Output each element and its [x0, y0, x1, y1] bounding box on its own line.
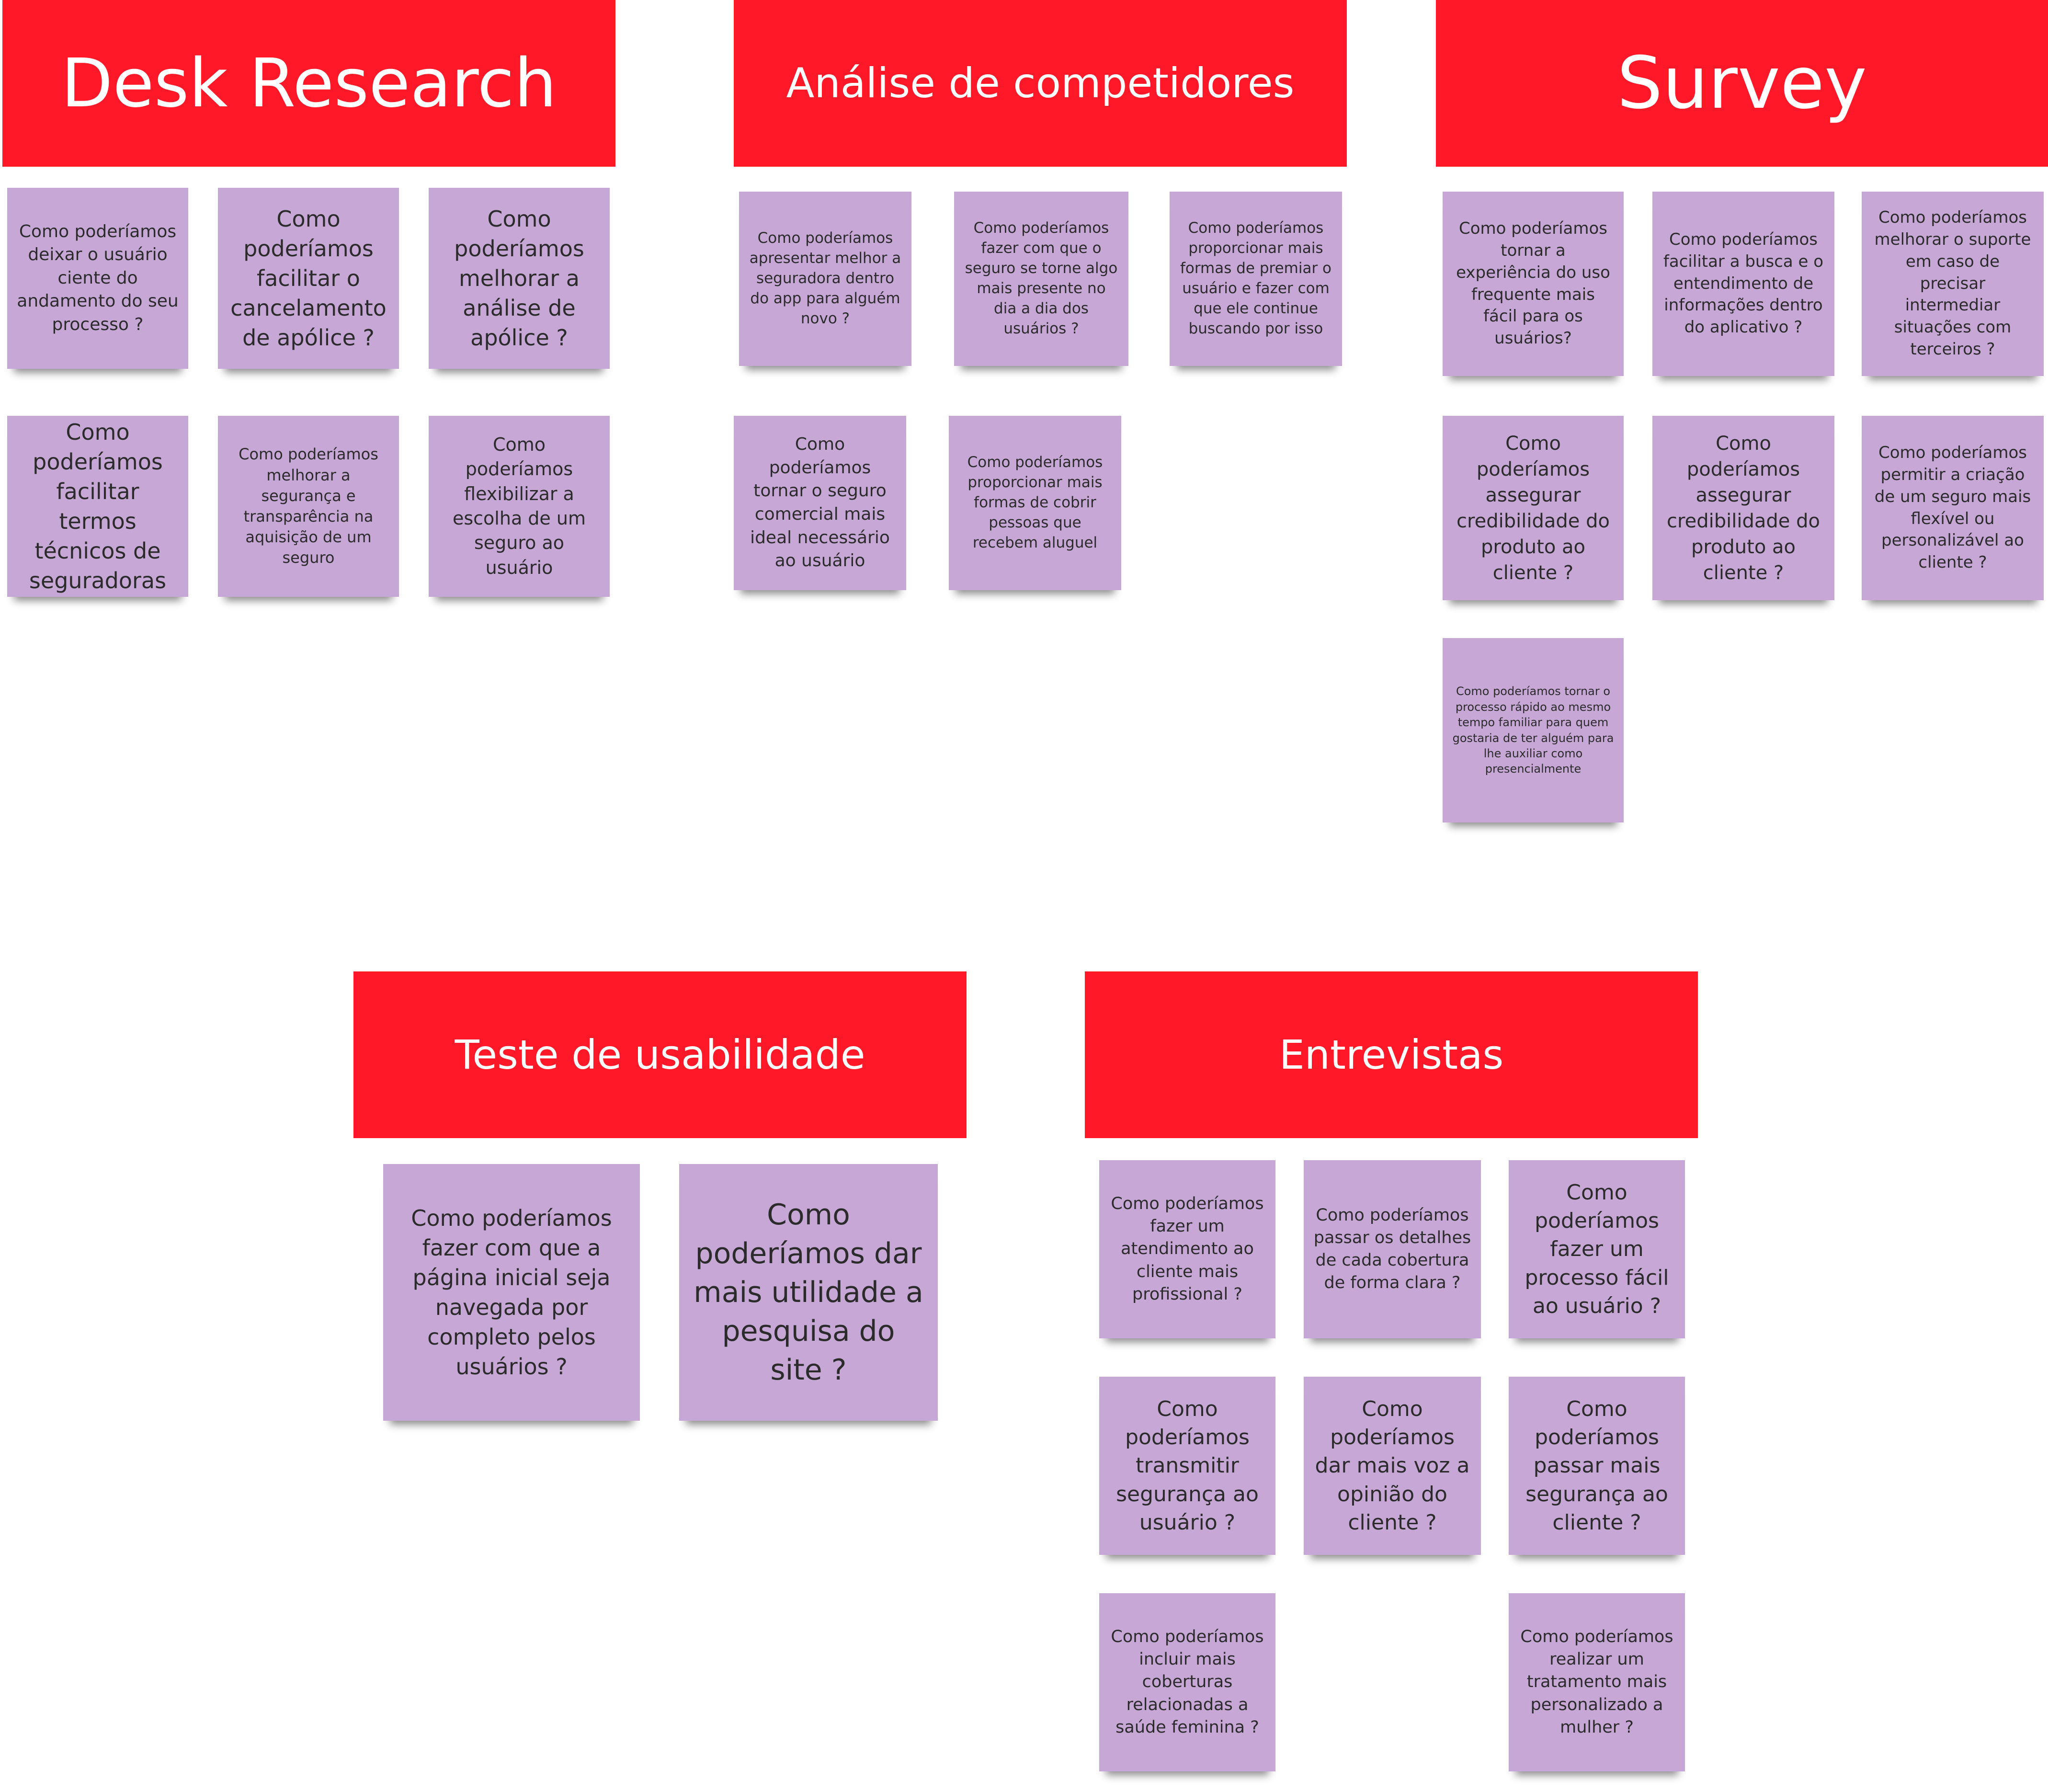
- sticky-note[interactable]: Como poderíamos tornar o seguro comercia…: [734, 416, 906, 590]
- sticky-note[interactable]: Como poderíamos melhorar a análise de ap…: [429, 188, 610, 369]
- sticky-note[interactable]: Como poderíamos fazer com que a página i…: [383, 1164, 640, 1421]
- sticky-note[interactable]: Como poderíamos fazer um atendimento ao …: [1099, 1160, 1275, 1338]
- sticky-note[interactable]: Como poderíamos facilitar a busca e o en…: [1652, 192, 1834, 376]
- header-title: Survey: [1617, 42, 1867, 125]
- sticky-note[interactable]: Como poderíamos passar os detalhes de ca…: [1304, 1160, 1481, 1338]
- sticky-note[interactable]: Como poderíamos melhorar o suporte em ca…: [1862, 192, 2044, 376]
- sticky-note[interactable]: Como poderíamos assegurar credibilidade …: [1652, 416, 1834, 600]
- sticky-note[interactable]: Como poderíamos deixar o usuário ciente …: [7, 188, 188, 369]
- header-desk-research: Desk Research: [2, 0, 615, 167]
- sticky-note[interactable]: Como poderíamos facilitar o cancelamento…: [218, 188, 399, 369]
- sticky-note[interactable]: Como poderíamos melhorar a segurança e t…: [218, 416, 399, 597]
- header-teste-usabilidade: Teste de usabilidade: [353, 971, 967, 1138]
- sticky-note[interactable]: Como poderíamos transmitir segurança ao …: [1099, 1377, 1275, 1555]
- sticky-note[interactable]: Como poderíamos proporcionar mais formas…: [949, 416, 1121, 590]
- sticky-note[interactable]: Como poderíamos facilitar termos técnico…: [7, 416, 188, 597]
- header-survey: Survey: [1436, 0, 2048, 167]
- sticky-note[interactable]: Como poderíamos tornar a experiência do …: [1443, 192, 1624, 376]
- header-analise-competidores: Análise de competidores: [734, 0, 1347, 167]
- sticky-note[interactable]: Como poderíamos proporcionar mais formas…: [1170, 192, 1342, 366]
- sticky-note[interactable]: Como poderíamos permitir a criação de um…: [1862, 416, 2044, 600]
- sticky-note[interactable]: Como poderíamos dar mais voz a opinião d…: [1304, 1377, 1481, 1555]
- sticky-note[interactable]: Como poderíamos fazer um processo fácil …: [1509, 1160, 1685, 1338]
- sticky-note[interactable]: Como poderíamos realizar um tratamento m…: [1509, 1593, 1685, 1771]
- header-title: Entrevistas: [1279, 1031, 1504, 1078]
- sticky-note[interactable]: Como poderíamos incluir mais coberturas …: [1099, 1593, 1275, 1771]
- sticky-note[interactable]: Como poderíamos tornar o processo rápido…: [1443, 638, 1624, 822]
- header-title: Desk Research: [61, 44, 557, 123]
- sticky-note[interactable]: Como poderíamos passar mais segurança ao…: [1509, 1377, 1685, 1555]
- header-title: Análise de competidores: [786, 59, 1295, 107]
- header-entrevistas: Entrevistas: [1085, 971, 1698, 1138]
- sticky-note[interactable]: Como poderíamos fazer com que o seguro s…: [954, 192, 1128, 366]
- sticky-note[interactable]: Como poderíamos assegurar credibilidade …: [1443, 416, 1624, 600]
- sticky-note[interactable]: Como poderíamos apresentar melhor a segu…: [739, 192, 911, 366]
- sticky-note[interactable]: Como poderíamos dar mais utilidade a pes…: [679, 1164, 938, 1421]
- sticky-note[interactable]: Como poderíamos flexibilizar a escolha d…: [429, 416, 610, 597]
- header-title: Teste de usabilidade: [455, 1031, 865, 1078]
